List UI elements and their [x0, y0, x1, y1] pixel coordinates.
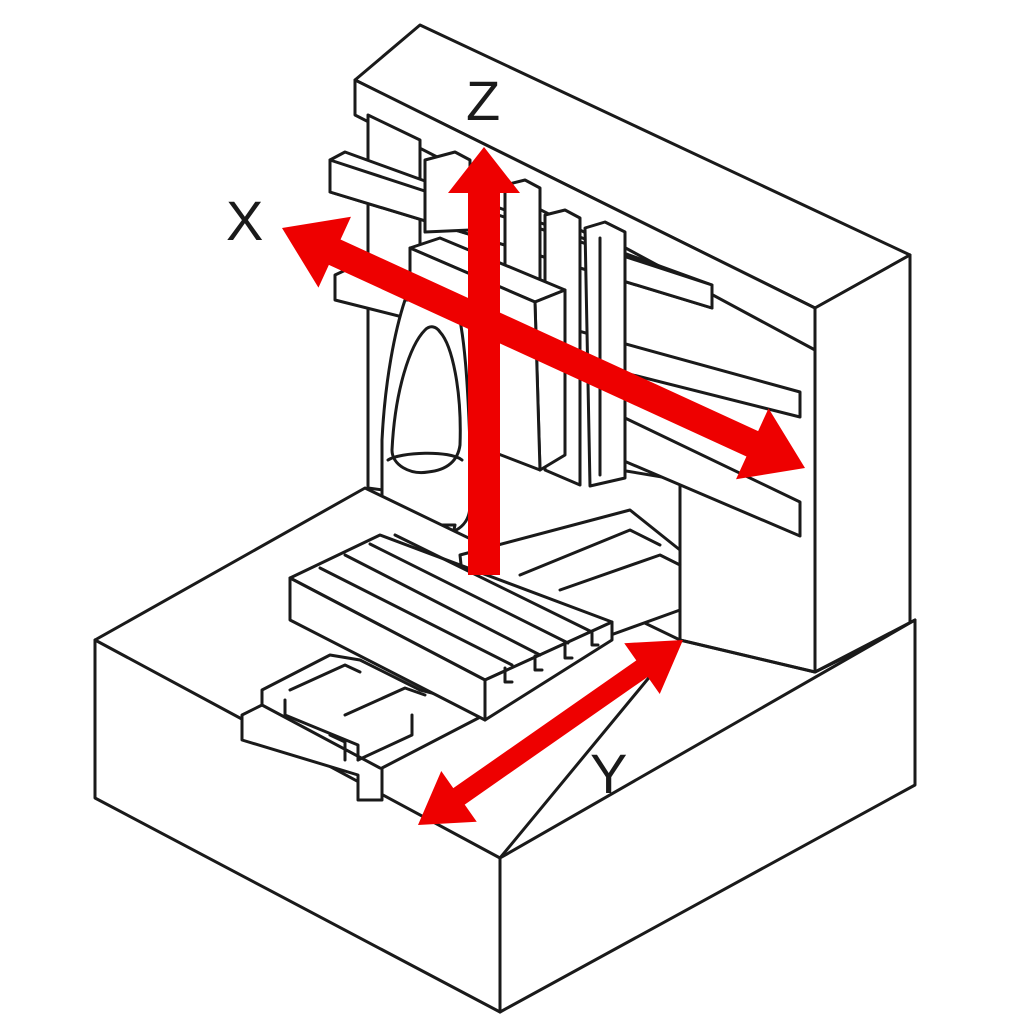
- y-axis-arrow: [418, 640, 683, 825]
- axis-arrows: [282, 147, 805, 825]
- x-axis-arrow: [282, 216, 805, 480]
- x-axis-label: X: [226, 189, 263, 252]
- work-table: [288, 533, 614, 722]
- y-axis-label: Y: [590, 742, 627, 805]
- z-axis-arrow: [448, 147, 520, 575]
- z-axis-label: Z: [466, 69, 500, 132]
